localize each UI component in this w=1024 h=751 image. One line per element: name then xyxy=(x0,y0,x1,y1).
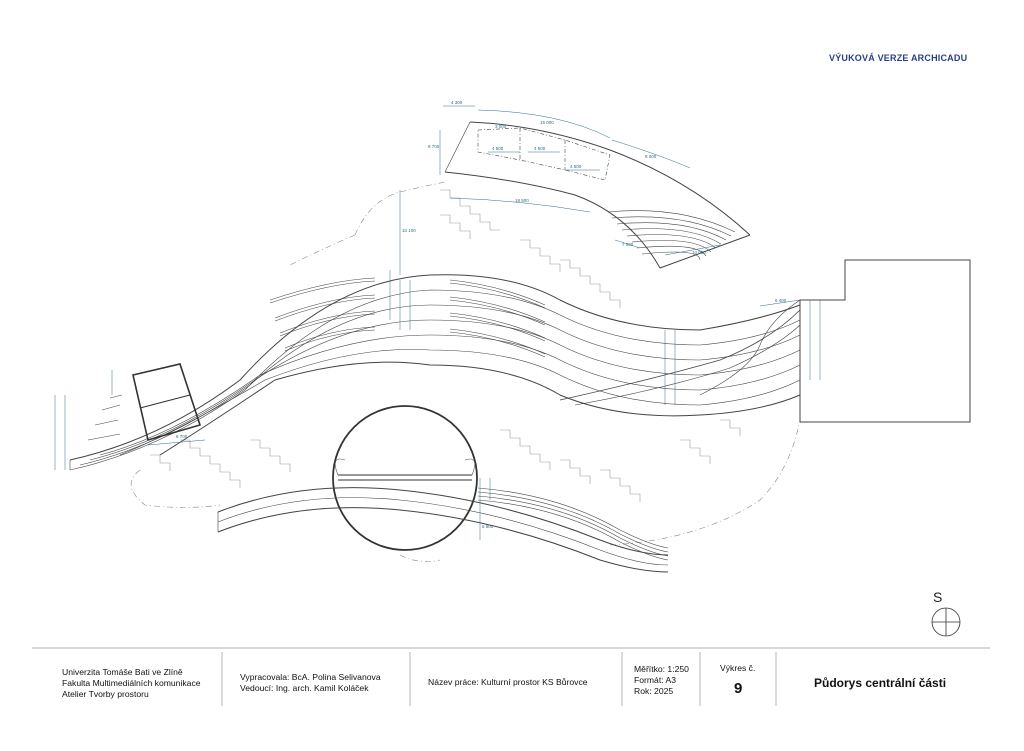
project-name: Název práce: Kulturní prostor KS Bůrovce xyxy=(428,677,588,687)
lower-wavy-seating xyxy=(217,487,669,573)
dim-top-k: 3 000 xyxy=(495,124,507,129)
drawing-title: Půdorys centrální části xyxy=(814,676,947,690)
dim-top-a: 4 300 xyxy=(451,100,463,105)
sheet-label: Výkres č. xyxy=(720,663,756,673)
year: Rok: 2025 xyxy=(634,686,674,696)
dim-top-b: 15 000 xyxy=(540,120,554,125)
title-block-frame xyxy=(32,647,990,706)
university-line-2: Fakulta Multimediálních komunikace xyxy=(62,678,201,688)
stair-block xyxy=(132,363,202,442)
dim-circle-a: 5 500 xyxy=(482,524,494,529)
university-line-1: Univerzita Tomáše Bati ve Zlíně xyxy=(62,667,183,677)
dim-top-j: 10 000 xyxy=(692,250,706,255)
university-line-3: Atelier Tvorby prostoru xyxy=(62,689,149,699)
author-line: Vypracovala: BcA. Polina Selivanova xyxy=(240,672,381,682)
watermark: VÝUKOVÁ VERZE ARCHICADU xyxy=(829,53,968,63)
supervisor-line: Vedoucí: Ing. arch. Kamil Koláček xyxy=(240,683,369,693)
circle-stage xyxy=(332,405,478,551)
dim-top-g: 4 500 xyxy=(570,164,582,169)
sheet-number: 9 xyxy=(734,680,743,697)
dim-mid-v: 10 100 xyxy=(402,228,416,233)
north-label: S xyxy=(933,589,942,605)
dim-top-d: 8 700 xyxy=(428,144,440,149)
dimension-lines xyxy=(54,105,821,540)
dim-top-h: 18 500 xyxy=(515,198,529,203)
upper-tribune xyxy=(444,121,751,269)
dim-top-i: 7 000 xyxy=(622,242,634,247)
dim-right-a: 6 400 xyxy=(775,298,787,303)
main-wavy-tribune xyxy=(69,274,801,471)
site-outline xyxy=(130,181,801,562)
dim-top-e: 4 500 xyxy=(492,146,504,151)
dim-top-c: 8 000 xyxy=(645,154,657,159)
format: Formát: A3 xyxy=(634,675,677,685)
north-arrow xyxy=(931,607,961,637)
dim-left-a: 6 700 xyxy=(176,434,188,439)
scale: Měřítko: 1:250 xyxy=(634,664,689,674)
dim-top-f: 4 500 xyxy=(534,146,546,151)
terrain-steps xyxy=(150,189,741,502)
right-building xyxy=(799,259,971,423)
